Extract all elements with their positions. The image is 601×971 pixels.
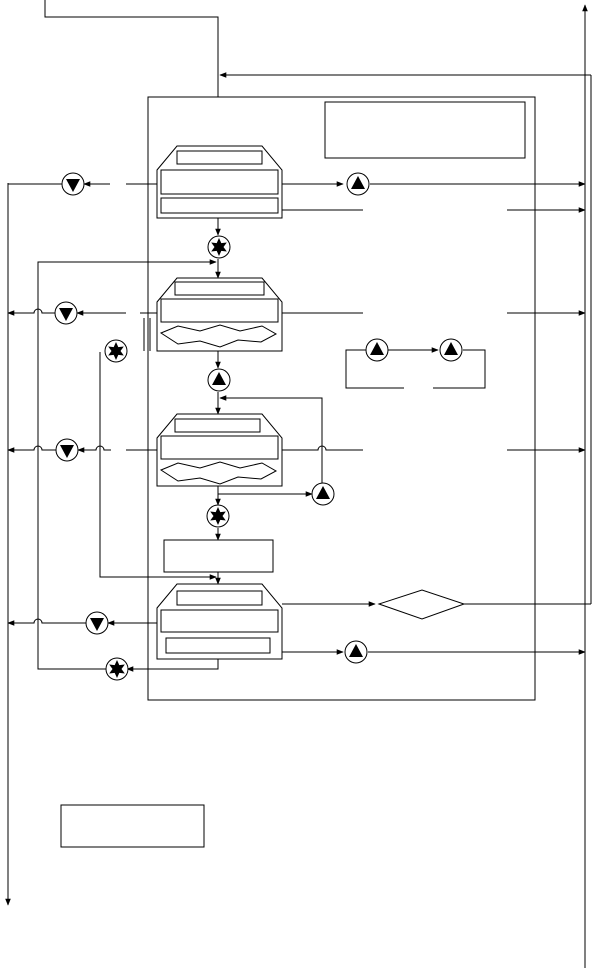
stage2-vessel — [156, 277, 283, 352]
pump-up-icon — [439, 338, 463, 362]
pump-up-icon — [311, 482, 335, 506]
left-internal-recycle — [37, 259, 217, 670]
pump-up-icon — [346, 172, 370, 196]
stage1-vessel — [156, 145, 283, 219]
stage2-flash-zone — [159, 324, 278, 348]
info-box-top — [324, 101, 526, 159]
stage3-vessel — [156, 413, 283, 487]
star-valve-icon — [207, 235, 231, 259]
stage2-panel — [160, 298, 279, 323]
feed-line — [44, 0, 221, 149]
stage1-panel-a — [160, 169, 279, 195]
intermediate-box — [163, 539, 274, 573]
legend-box — [60, 804, 205, 848]
stage1-panel-b — [160, 197, 279, 214]
pump-down-icon — [61, 172, 85, 196]
diamond-separator — [377, 589, 466, 620]
star-valve-icon — [104, 339, 128, 363]
pump-up-icon — [207, 368, 231, 392]
pump-up-icon — [365, 338, 389, 362]
stage3-flash-zone — [159, 461, 278, 485]
stage4-label-bar — [176, 590, 263, 606]
stage1-label-bar — [176, 150, 263, 165]
stage2-label-bar — [174, 281, 265, 296]
pump-loop-box — [345, 347, 486, 389]
stage4-panel-a — [160, 609, 279, 633]
star-valve-icon — [206, 504, 230, 528]
stage4-vessel — [156, 583, 283, 660]
stage3-label-bar — [174, 418, 261, 433]
right-recycle-loop — [219, 72, 592, 604]
star-valve-icon — [105, 657, 129, 681]
stage4-panel-b — [165, 637, 271, 654]
stage3-panel — [160, 435, 279, 460]
pump-up-icon — [344, 640, 368, 664]
pump-down-icon — [54, 301, 78, 325]
pump-down-icon — [55, 438, 79, 462]
pump-down-icon — [85, 611, 109, 635]
